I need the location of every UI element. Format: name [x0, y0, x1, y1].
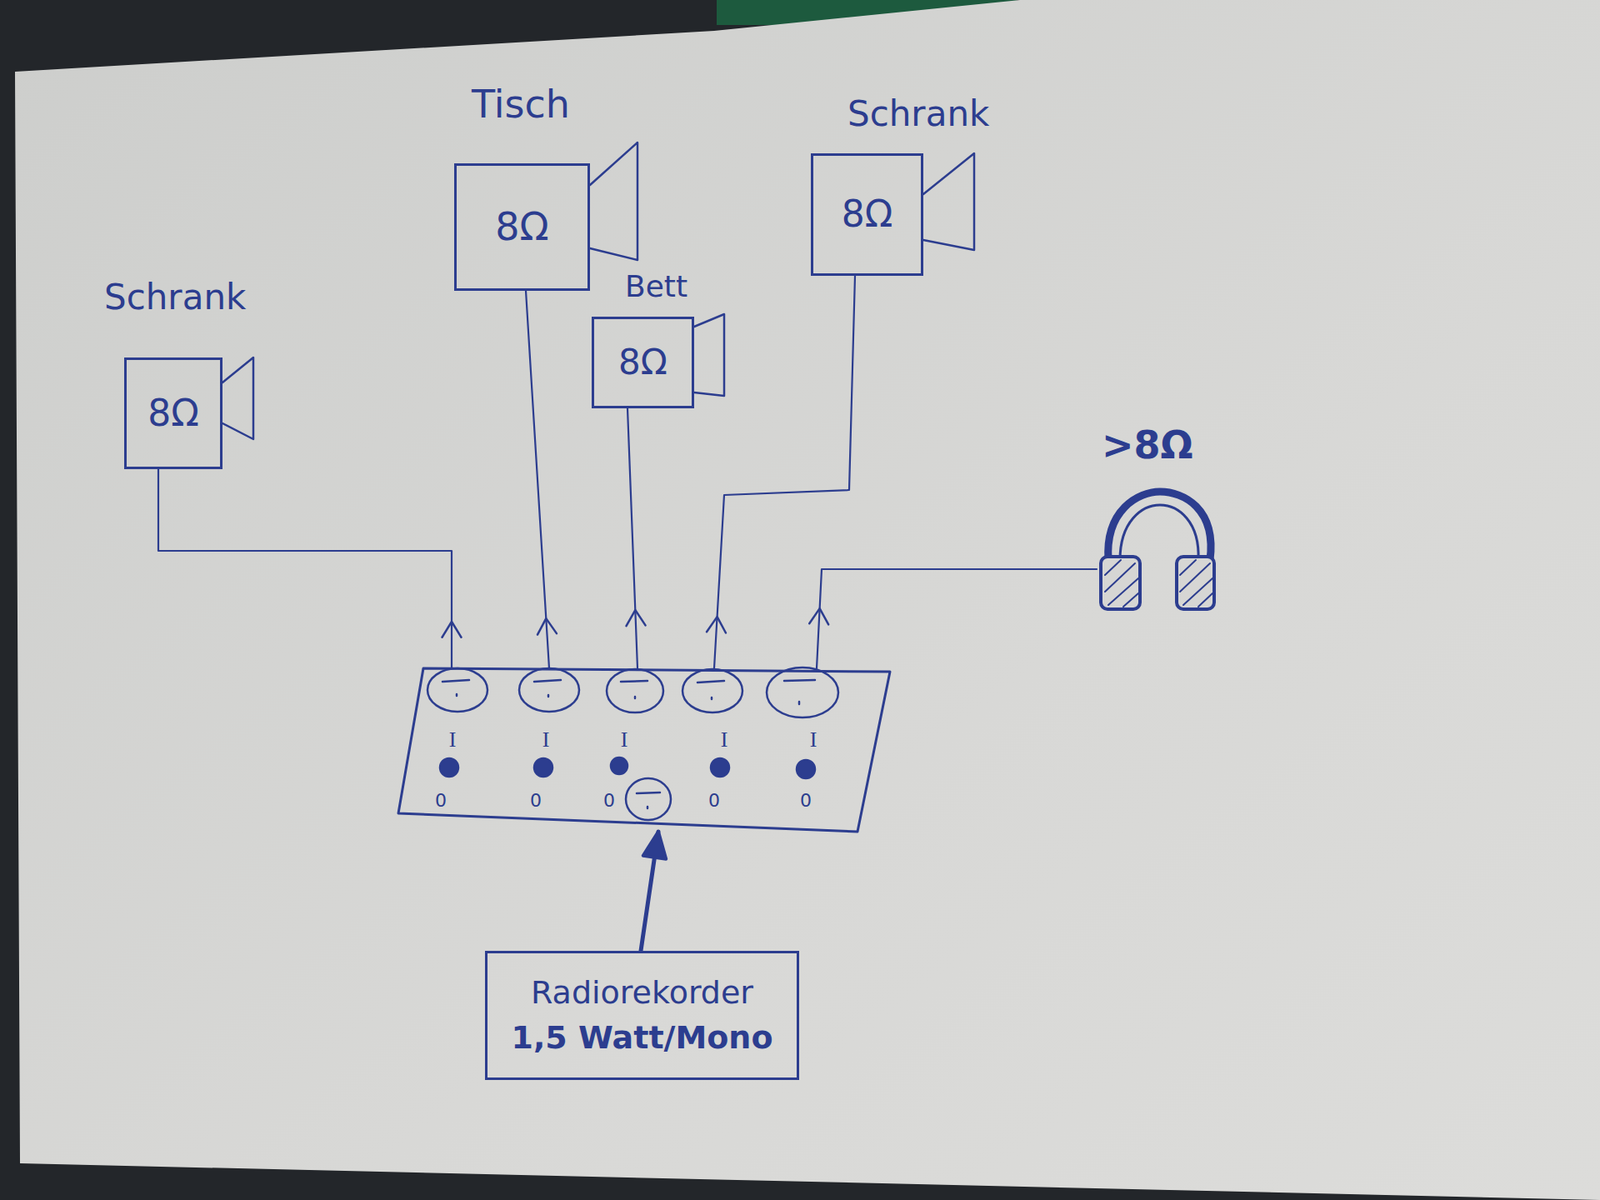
jack-detail [620, 680, 648, 699]
input-jack [625, 778, 671, 820]
speaker-box: Tisch8Ω [454, 163, 590, 291]
wire [714, 275, 855, 669]
arrow-head [626, 610, 646, 626]
box-text: 8Ω [495, 205, 549, 250]
jack [625, 778, 671, 820]
headphones-icon [1100, 491, 1215, 610]
box-heading: Bett [625, 269, 688, 304]
box-text: 8Ω [841, 193, 894, 236]
text-holder: 8Ω [813, 155, 921, 274]
text-holder: 8Ω [594, 319, 692, 406]
wire [816, 569, 1097, 669]
jack-detail [534, 680, 561, 697]
speaker-box: Bett8Ω [591, 316, 695, 409]
jack [682, 669, 743, 713]
arrow-head [706, 616, 726, 633]
speaker-cone [694, 314, 725, 396]
knob [796, 760, 815, 779]
knob [710, 758, 730, 777]
switch-mark: 0 [603, 790, 615, 811]
text-holder: Radiorekorder 1,5 Watt/Mono [487, 953, 797, 1078]
switch-mark: I [810, 727, 818, 753]
text-holder: 8Ω [126, 360, 220, 467]
arrow-head [809, 608, 829, 625]
jack-detail [784, 680, 815, 705]
text-holder: 8Ω [456, 165, 588, 289]
wire [627, 408, 638, 669]
switch-box: I I I I I 0 0 0 0 0 [398, 668, 890, 832]
box-heading: Schrank [847, 94, 990, 135]
knob [440, 758, 459, 777]
box-text: 8Ω [147, 392, 200, 435]
switch-mark: 0 [435, 790, 447, 811]
speaker-box: Schrank8Ω [810, 153, 924, 276]
switch-box-outline [398, 668, 890, 832]
speaker-cone [923, 153, 975, 250]
box-text: Radiorekorder [530, 975, 754, 1012]
jack [606, 669, 664, 713]
switch-knobs [440, 757, 815, 779]
box-heading: Schrank [104, 277, 246, 318]
box-text: 8Ω [618, 342, 668, 383]
box-heading: >8Ω [1101, 423, 1194, 468]
headband [1108, 491, 1211, 560]
switch-mark: I [620, 727, 629, 753]
wire [158, 469, 452, 669]
switch-mark: 0 [800, 790, 812, 811]
knob [610, 757, 628, 775]
wire [525, 290, 550, 669]
switch-mark: 0 [530, 790, 542, 811]
output-jacks [427, 667, 839, 718]
hatching [1105, 560, 1213, 607]
switch-mark: I [720, 727, 729, 753]
speaker-cone [222, 357, 254, 440]
jack-detail [442, 680, 470, 696]
switch-mark: I [449, 727, 457, 753]
box-heading: Tisch [471, 82, 570, 127]
arrow-head [442, 621, 462, 638]
jack-detail [636, 792, 660, 809]
switch-mark: 0 [708, 790, 720, 811]
speaker-cone [590, 142, 638, 260]
paper-sheet [15, 0, 1600, 1200]
jack [519, 668, 580, 712]
headphones: >8Ω [1096, 490, 1225, 613]
box-text: 1,5 Watt/Mono [510, 1020, 773, 1057]
jack [427, 668, 488, 712]
jack-detail [697, 680, 725, 700]
jack [766, 667, 839, 718]
arrow-head [643, 831, 666, 860]
radio-recorder-box: Radiorekorder 1,5 Watt/Mono [485, 950, 800, 1080]
speaker-box: Schrank8Ω [124, 357, 223, 470]
switch-mark: I [542, 727, 550, 753]
knob [534, 758, 553, 777]
arrow-head [537, 618, 557, 635]
headband-inner [1120, 505, 1199, 560]
